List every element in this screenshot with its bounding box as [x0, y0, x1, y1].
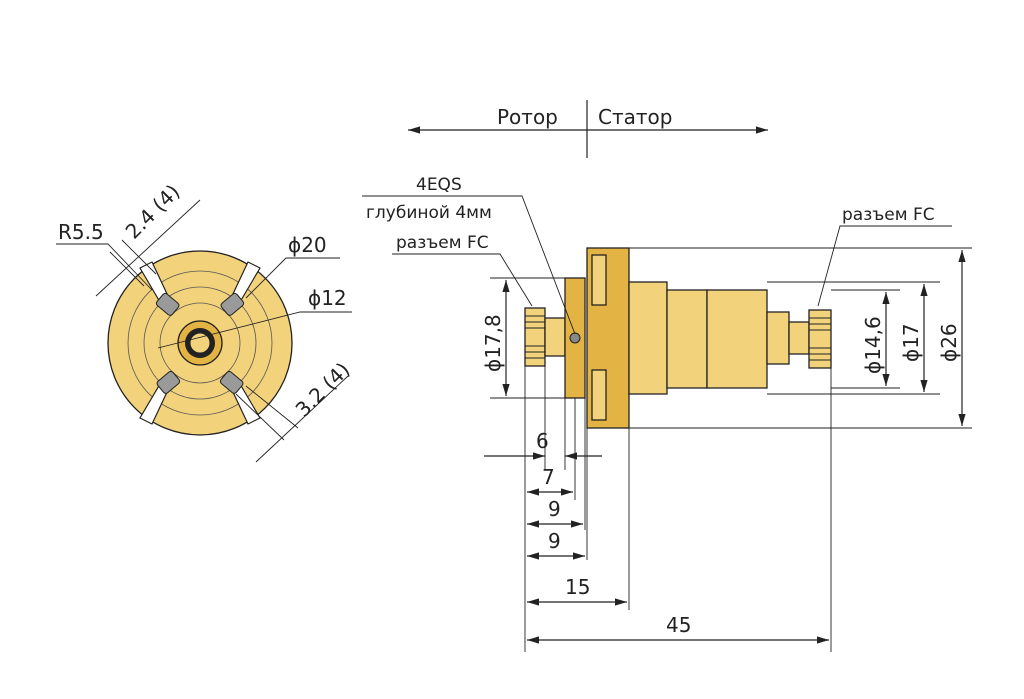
slot-width-ext-2 [121, 239, 157, 275]
length-9a-label: 9 [548, 497, 561, 521]
stator-label: Статор [598, 105, 672, 129]
groove-ring-1 [127, 270, 273, 416]
slot-width-line [95, 199, 201, 297]
groove-ring-2 [143, 286, 257, 400]
length-15-label: 15 [565, 575, 590, 599]
slot-width-ext-1 [109, 251, 145, 287]
thread-depth-label: глубиной 4мм [366, 203, 492, 223]
rotor-label: Ротор [497, 105, 558, 129]
mount-hole-4 [219, 370, 244, 394]
mount-hole-3 [156, 370, 181, 394]
radius-leader [56, 243, 153, 291]
thread-label: 4EQS [416, 175, 462, 195]
slot-width-label: 2.4 (4) [121, 180, 185, 244]
side-view: 4EQS глубиной 4мм разъем FC разъем FC ϕ1… [362, 175, 972, 652]
radius-label: R5.5 [58, 220, 104, 244]
left-connector-leader [392, 253, 533, 307]
hole-width-label: 3.2 (4) [291, 358, 355, 422]
length-7-label: 7 [542, 465, 555, 489]
hole-width-ext-1 [235, 393, 285, 441]
thread-leader [362, 195, 576, 335]
hole-width-line [255, 375, 349, 463]
body-section-1 [628, 281, 668, 395]
right-neck [766, 311, 790, 365]
right-connector-leader [817, 225, 952, 307]
inner-diameter-label: ϕ12 [308, 286, 347, 310]
groove-ring-3 [159, 302, 241, 384]
thread-hole [569, 332, 581, 344]
right-inner-diameter-label: ϕ14,6 [861, 316, 885, 374]
left-fc-connector [524, 307, 546, 367]
flange-step-bottom [591, 369, 607, 421]
flange-step-top [591, 254, 607, 306]
mount-hole-2 [220, 292, 245, 316]
rotor-stator-header: Ротор Статор [408, 100, 768, 158]
left-connector-label: разъем FC [396, 233, 489, 253]
left-connector-neck [544, 317, 566, 357]
hole-width-ext-2 [245, 385, 299, 429]
body-section-3 [706, 289, 768, 389]
right-mid-diameter-label: ϕ17 [899, 323, 923, 362]
right-connector-label: разъем FC [842, 205, 935, 225]
length-9b-label: 9 [548, 529, 561, 553]
length-6-label: 6 [536, 429, 549, 453]
front-view: R5.5 2.4 (4) ϕ20 ϕ12 3.2 (4) [56, 180, 355, 463]
outer-diameter-label: ϕ20 [288, 233, 327, 257]
mount-hole-1 [155, 292, 180, 316]
body-section-2 [666, 289, 708, 389]
inner-diameter-leader [157, 311, 352, 349]
connector-core [189, 332, 211, 354]
right-fc-connector [808, 309, 832, 369]
left-diameter-label: ϕ17,8 [481, 314, 505, 372]
right-neck-2 [788, 321, 810, 355]
right-outer-diameter-label: ϕ26 [937, 323, 961, 362]
length-45-label: 45 [666, 613, 691, 637]
outer-diameter-leader [245, 257, 340, 299]
